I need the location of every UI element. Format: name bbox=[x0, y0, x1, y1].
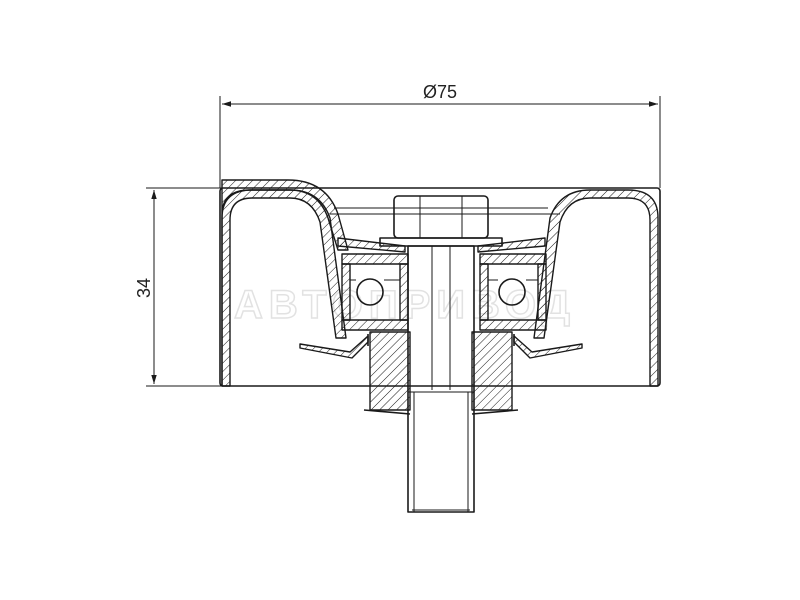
bearing-ball-right bbox=[498, 278, 526, 306]
pulley-body bbox=[219, 179, 661, 387]
height-label: 34 bbox=[134, 278, 154, 298]
bolt bbox=[379, 195, 503, 513]
bearing-housing bbox=[337, 237, 547, 331]
diameter-label: Ø75 bbox=[423, 82, 457, 102]
bearing-ball-left bbox=[356, 278, 384, 306]
bottom-flange bbox=[299, 334, 583, 359]
bushing bbox=[363, 331, 519, 415]
height-dimension: 34 bbox=[134, 187, 222, 387]
diameter-dimension: Ø75 bbox=[219, 82, 661, 188]
